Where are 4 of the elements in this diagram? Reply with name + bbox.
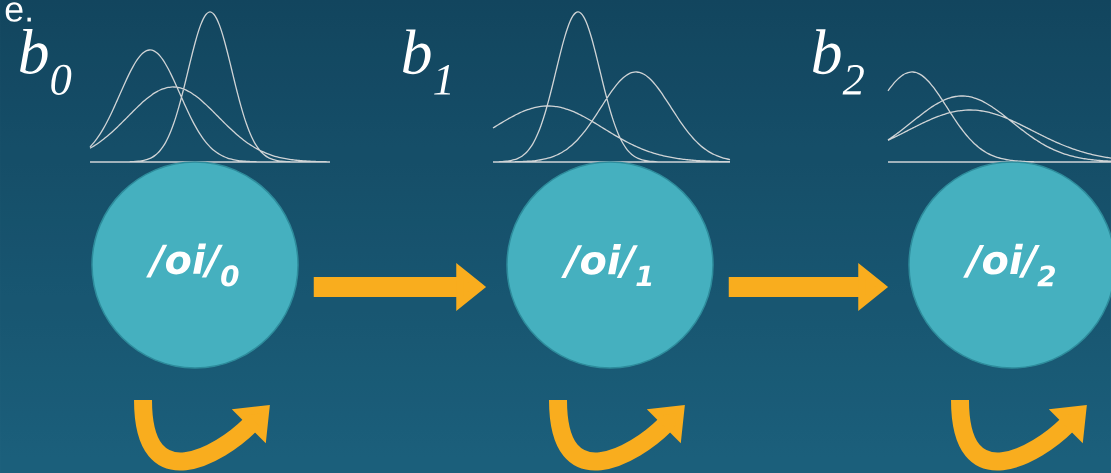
state-label: b$_{2}$ [813, 29, 864, 95]
heading-text: e. [5, 2, 31, 22]
state-label: b$_{0}$ [20, 29, 72, 95]
state-label: b$_{1}$ [403, 29, 451, 95]
